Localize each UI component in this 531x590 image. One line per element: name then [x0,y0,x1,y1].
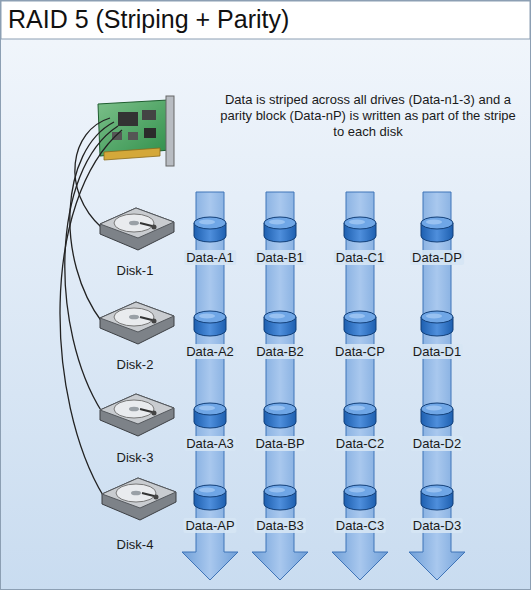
data-block-label: Data-D1 [411,344,463,359]
data-block-label: Data-C2 [334,436,386,451]
description-note: Data is striped across all drives (Data-… [218,92,518,140]
data-block-label: Data-AP [183,518,236,533]
data-block-label: Data-B2 [254,344,306,359]
data-block-label: Data-CP [333,344,387,359]
data-block-label: Data-BP [253,436,306,451]
data-block-label: Data-D3 [411,518,463,533]
data-block-label: Data-A2 [184,344,236,359]
data-block-label: Data-D2 [411,436,463,451]
data-block-label: Data-B1 [254,250,306,265]
data-block-label: Data-B3 [254,518,306,533]
disk-label: Disk-3 [117,450,154,465]
data-block-label: Data-A1 [184,250,236,265]
disk-label: Disk-2 [117,357,154,372]
data-block-label: Data-A3 [184,436,236,451]
data-block-label: Data-DP [410,250,464,265]
disk-label: Disk-1 [117,263,154,278]
diagram-title: RAID 5 (Striping + Parity) [8,5,289,34]
disk-label: Disk-4 [117,537,154,552]
data-block-label: Data-C1 [334,250,386,265]
data-block-label: Data-C3 [334,518,386,533]
